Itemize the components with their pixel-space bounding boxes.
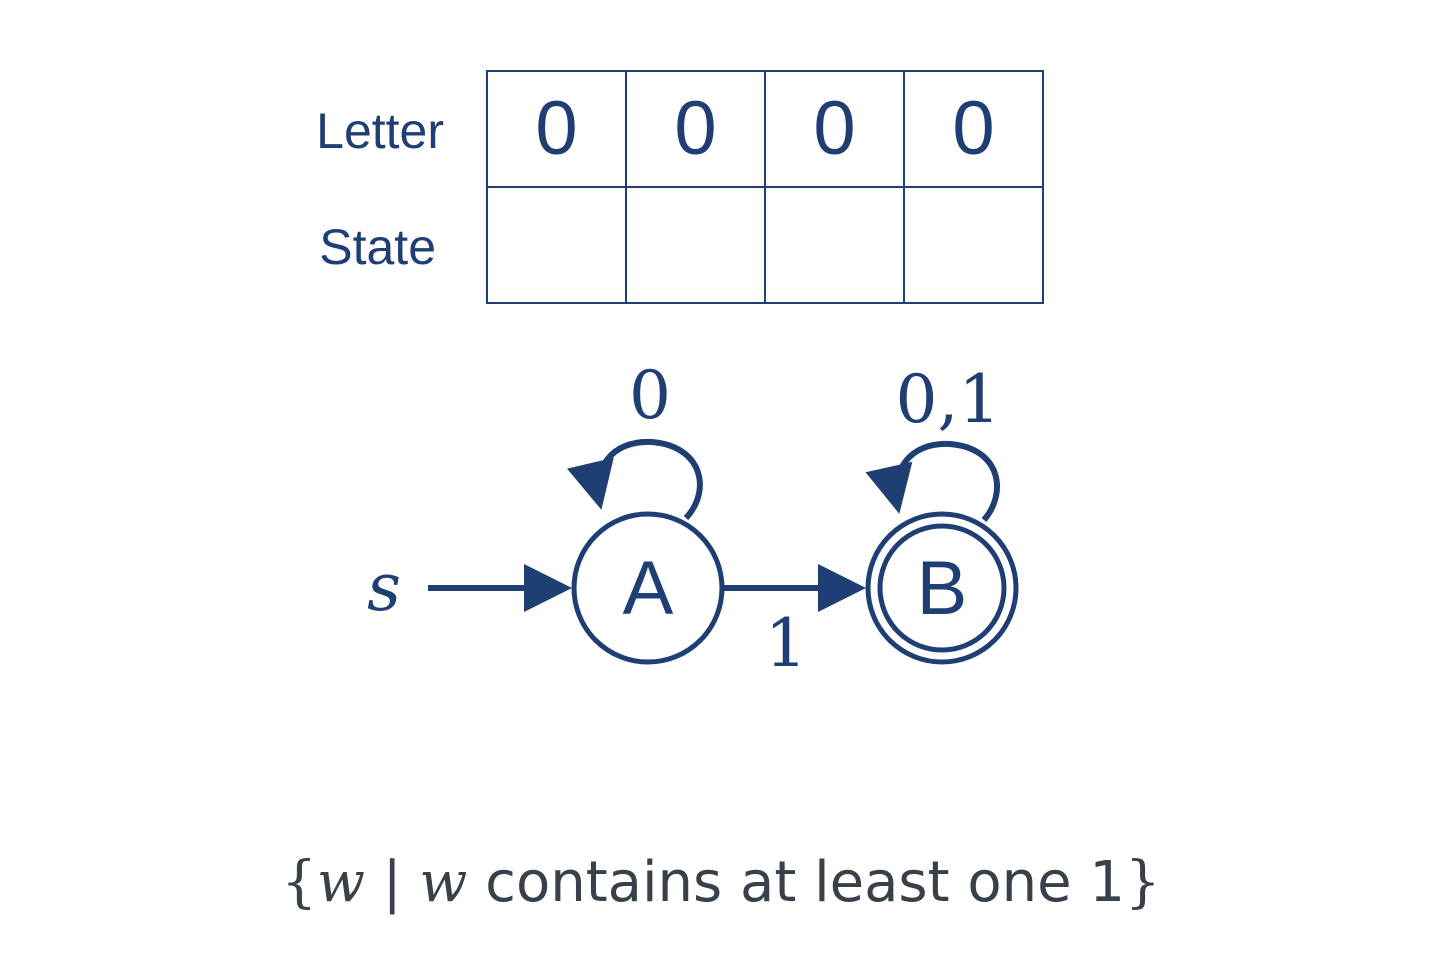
state-b-outer-circle: [865, 511, 1019, 665]
self-loop-a-label: 0: [629, 357, 671, 434]
state-cell-1[interactable]: [486, 186, 627, 304]
caption-var-w2: w: [419, 850, 468, 915]
state-row: [486, 186, 1044, 304]
state-b-label: B: [917, 546, 968, 631]
state-a-label: A: [623, 546, 674, 631]
state-b[interactable]: B: [865, 511, 1019, 665]
state-a-circle: [571, 511, 725, 665]
trace-table: 0 0 0 0: [486, 70, 1044, 304]
state-cell-2[interactable]: [625, 186, 766, 304]
state-cell-4[interactable]: [903, 186, 1044, 304]
self-loop-b-label: 0,1: [896, 361, 1001, 438]
state-row-label: State: [319, 219, 436, 275]
letter-row-label: Letter: [316, 103, 444, 159]
letter-cell-2: 0: [625, 70, 766, 188]
state-a[interactable]: A: [571, 511, 725, 665]
state-cell-3[interactable]: [764, 186, 905, 304]
language-caption: {w | w contains at least one 1}: [0, 850, 1442, 915]
state-b-inner-circle: [877, 523, 1007, 653]
start-label: s: [367, 549, 401, 626]
letter-cell-4: 0: [903, 70, 1044, 188]
caption-close-brace: }: [1124, 850, 1161, 915]
caption-bar: |: [364, 850, 420, 915]
caption-text: contains at least one 1: [467, 850, 1125, 915]
self-loop-b-arrow: [865, 440, 1000, 522]
letter-cell-1: 0: [486, 70, 627, 188]
transition-a-b-label: 1: [765, 605, 807, 682]
caption-open-brace: {: [281, 850, 318, 915]
caption-var-w1: w: [317, 850, 365, 915]
letter-row: 0 0 0 0: [486, 70, 1044, 188]
self-loop-a-arrow: [567, 438, 703, 521]
letter-cell-3: 0: [764, 70, 905, 188]
